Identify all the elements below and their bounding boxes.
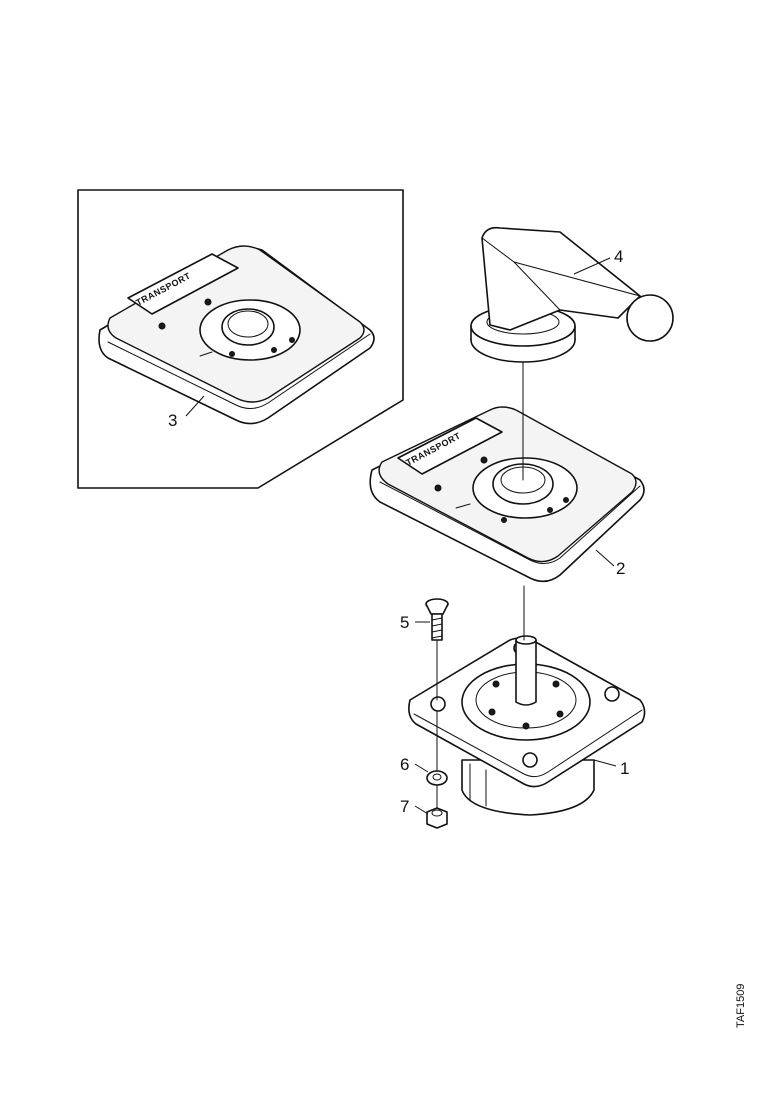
callout-1: 1	[620, 759, 629, 778]
drawing-reference-code: TAF1509	[735, 983, 747, 1028]
callout-6: 6	[400, 755, 409, 774]
inset-frame	[77, 189, 404, 489]
faceplate-variant-part-3: TRANSPORT	[98, 245, 375, 425]
switch-body-part-1	[408, 635, 646, 816]
callout-3: 3	[168, 411, 177, 430]
callout-7: 7	[400, 797, 409, 816]
faceplate-part-2: TRANSPORT	[369, 406, 645, 583]
callout-2: 2	[616, 559, 625, 578]
callout-labels: 1 2 3 4 5 6 7	[168, 247, 629, 816]
callout-leaders	[185, 257, 617, 815]
handle-part-4	[470, 226, 674, 363]
screw-part-5	[425, 598, 449, 641]
callout-5: 5	[400, 613, 409, 632]
assembly-axis-lines	[436, 361, 525, 809]
callout-4: 4	[614, 247, 623, 266]
nut-part-7	[426, 807, 448, 829]
washer-part-6	[426, 770, 448, 786]
